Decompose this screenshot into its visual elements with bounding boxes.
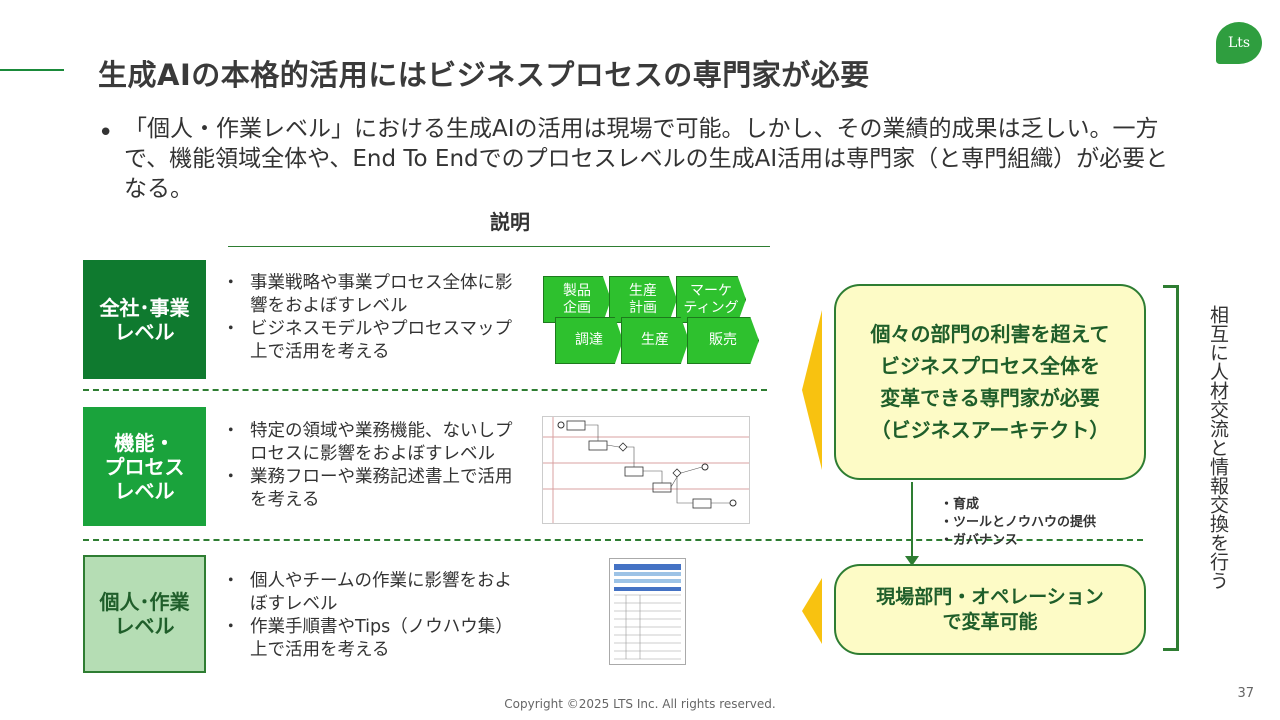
level-divider bbox=[83, 539, 1143, 541]
copyright-footer: Copyright ©2025 LTS Inc. All rights rese… bbox=[504, 697, 776, 711]
procedure-document-thumbnail bbox=[609, 558, 686, 665]
description-header: 説明 bbox=[490, 210, 530, 234]
right-bracket bbox=[1163, 285, 1179, 651]
process-chevron: 調達 bbox=[555, 317, 623, 364]
level-company-description: 事業戦略や事業プロセス全体に影響をおよぼすレベル ビジネスモデルやプロセスマップ… bbox=[222, 272, 527, 364]
list-item: 育成 bbox=[940, 496, 1096, 514]
support-list: 育成 ツールとノウハウの提供 ガバナンス bbox=[940, 496, 1096, 550]
level-divider bbox=[83, 389, 767, 391]
level-process-description: 特定の領域や業務機能、ないしプロセスに影響をおよぼすレベル 業務フローや業務記述… bbox=[222, 420, 527, 512]
list-item: ガバナンス bbox=[940, 532, 1096, 550]
process-chevron: マーケ ティング bbox=[676, 276, 746, 323]
title-accent-line bbox=[0, 69, 64, 71]
side-vertical-text: 相互に人材交流と情報交換を行う bbox=[1207, 305, 1229, 590]
business-flow-thumbnail bbox=[542, 416, 750, 524]
list-item: 特定の領域や業務機能、ないしプロセスに影響をおよぼすレベル bbox=[222, 420, 527, 466]
bullet-icon: • bbox=[98, 118, 114, 148]
list-item: ツールとノウハウの提供 bbox=[940, 514, 1096, 532]
callout-pointer-bottom bbox=[802, 578, 822, 644]
description-underline bbox=[228, 246, 770, 247]
callout-pointer-top bbox=[802, 310, 822, 470]
list-item: 作業手順書やTips（ノウハウ集）上で活用を考える bbox=[222, 616, 527, 662]
business-architect-callout: 個々の部門の利害を超えて ビジネスプロセス全体を 変革できる専門家が必要 （ビジ… bbox=[834, 284, 1146, 480]
level-individual: 個人･作業 レベル bbox=[83, 555, 206, 673]
level-function-process: 機能・ プロセス レベル bbox=[83, 407, 206, 526]
level-individual-description: 個人やチームの作業に影響をおよぼすレベル 作業手順書やTips（ノウハウ集）上で… bbox=[222, 570, 527, 662]
field-operation-callout: 現場部門・オペレーション で変革可能 bbox=[834, 564, 1146, 655]
support-arrow-line bbox=[911, 482, 913, 558]
list-item: 事業戦略や事業プロセス全体に影響をおよぼすレベル bbox=[222, 272, 527, 318]
page-title: 生成AIの本格的活用にはビジネスプロセスの専門家が必要 bbox=[98, 58, 870, 92]
process-chevron: 製品 企画 bbox=[543, 276, 611, 323]
list-item: 個人やチームの作業に影響をおよぼすレベル bbox=[222, 570, 527, 616]
process-chevron: 生産 計画 bbox=[609, 276, 677, 323]
lts-logo: Lts bbox=[1216, 22, 1262, 64]
arrow-down-icon bbox=[905, 556, 919, 566]
list-item: 業務フローや業務記述書上で活用を考える bbox=[222, 466, 527, 512]
process-chevron: 生産 bbox=[621, 317, 689, 364]
level-company: 全社･事業 レベル bbox=[83, 260, 206, 379]
intro-text: 「個人・作業レベル」における生成AIの活用は現場で可能。しかし、その業績的成果は… bbox=[124, 116, 1169, 202]
list-item: ビジネスモデルやプロセスマップ上で活用を考える bbox=[222, 318, 527, 364]
process-chevron: 販売 bbox=[687, 317, 759, 364]
page-number: 37 bbox=[1237, 686, 1254, 701]
